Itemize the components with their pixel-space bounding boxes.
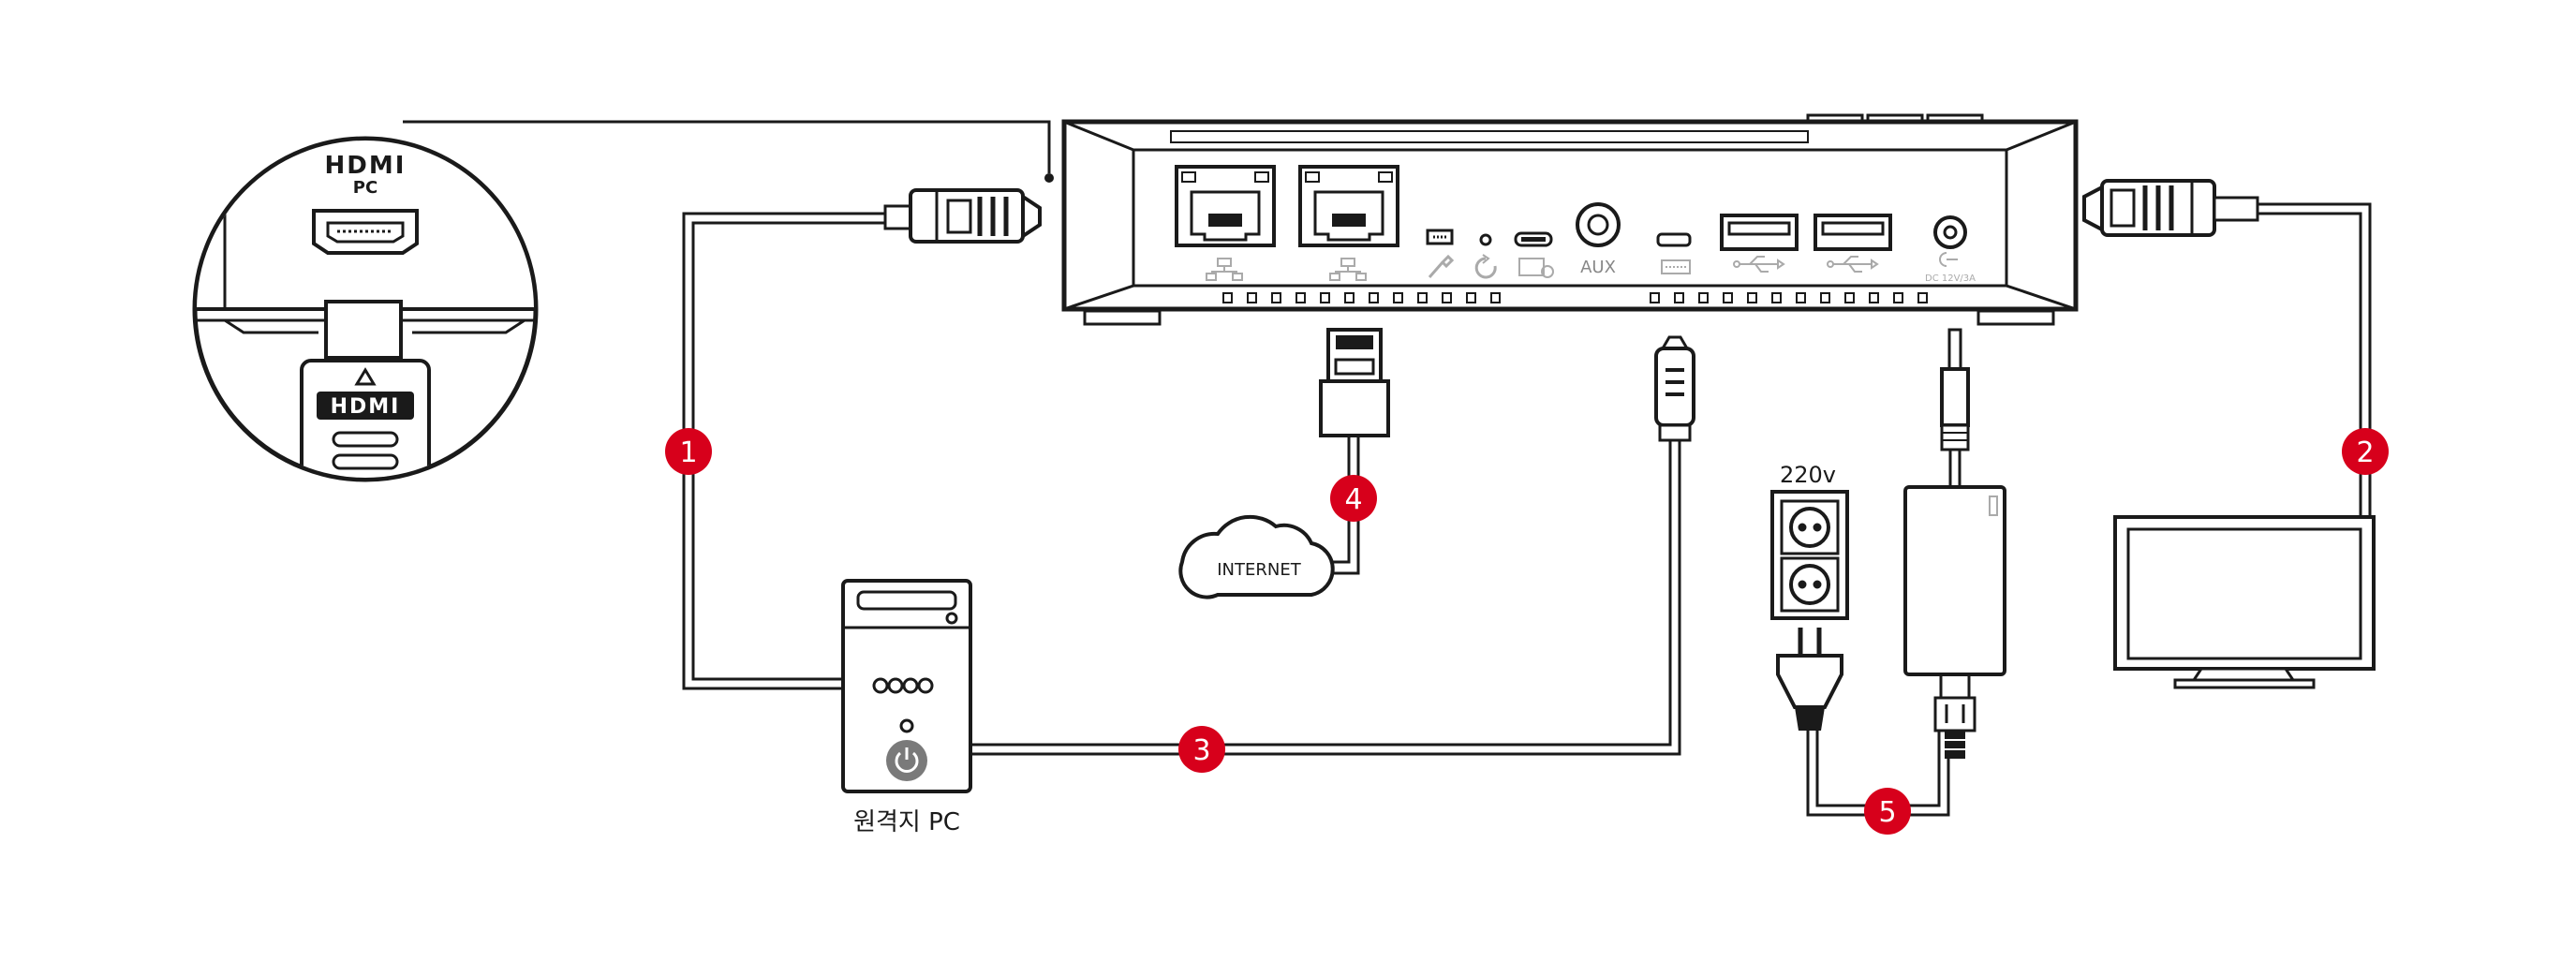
hdmi-plug-left	[883, 188, 1042, 244]
step-badge-2: 2	[2342, 428, 2389, 475]
step-badge-4: 4	[1330, 475, 1377, 522]
step-badge-5: 5	[1864, 788, 1911, 835]
zoom-plug-logo: HDMI	[331, 395, 401, 419]
monitor	[2113, 515, 2376, 689]
network-icon-2	[1329, 258, 1367, 281]
service-port-icon	[1426, 229, 1455, 278]
zoom-pc-label: PC	[353, 178, 378, 198]
lan-port-icon-1	[1175, 165, 1276, 281]
remote-pc-label: 원격지 PC	[853, 808, 960, 836]
cable-callout-leader	[403, 120, 1054, 183]
vent-slots-right	[1650, 292, 1928, 303]
internet-cloud: INTERNET	[1178, 514, 1335, 599]
lan-plug	[1319, 328, 1390, 437]
power-button-icon	[886, 740, 927, 781]
svg-text:1: 1	[679, 436, 697, 469]
pc-indicator-lights	[872, 677, 934, 694]
usb-port-icon-2	[1814, 214, 1892, 273]
remote-pc-tower: 원격지 PC	[841, 579, 972, 836]
reset-button-icon	[1474, 233, 1497, 279]
wall-outlet: 220v	[1770, 462, 1849, 620]
vent-slots-left	[1222, 292, 1501, 303]
dc-power-port-icon: DC 12V/3A	[1925, 215, 1976, 284]
power-plug	[1776, 628, 1843, 731]
svg-text:3: 3	[1192, 734, 1210, 767]
hdmi-plug-right	[2082, 179, 2259, 237]
micro-usb-port-icon	[1656, 232, 1692, 274]
step-badge-1: 1	[665, 428, 712, 475]
hdmi-port-icon	[312, 209, 419, 255]
usb-plug	[1654, 335, 1695, 442]
cable-dc-adapter	[1948, 450, 1962, 487]
power-outlet-label: 220v	[1780, 462, 1836, 488]
lan-port-icon-2	[1298, 165, 1399, 281]
aux-port-icon: AUX	[1576, 202, 1621, 277]
hdmi-zoom-callout: HDMI PC HDMI	[192, 136, 539, 482]
usb-port-icon-1	[1720, 214, 1799, 273]
internet-label: INTERNET	[1217, 560, 1301, 580]
power-adapter	[1903, 485, 2006, 759]
svg-text:5: 5	[1878, 796, 1896, 829]
zoom-hdmi-logo: HDMI	[325, 152, 407, 180]
svg-text:2: 2	[2356, 436, 2374, 469]
hdmi-plug-icon: HDMI	[317, 367, 414, 470]
svg-text:4: 4	[1344, 483, 1362, 516]
dc-plug	[1940, 328, 1970, 451]
mini-port-icon	[1514, 231, 1554, 278]
dc-label: DC 12V/3A	[1925, 274, 1976, 284]
cable-3-usb-pc	[970, 440, 1681, 756]
aux-label: AUX	[1580, 258, 1616, 277]
step-badge-3: 3	[1178, 726, 1225, 773]
device-rear-panel: AUX	[1061, 113, 2079, 326]
network-icon-1	[1206, 258, 1243, 281]
cable-2-hdmi-monitor	[2258, 202, 2372, 520]
